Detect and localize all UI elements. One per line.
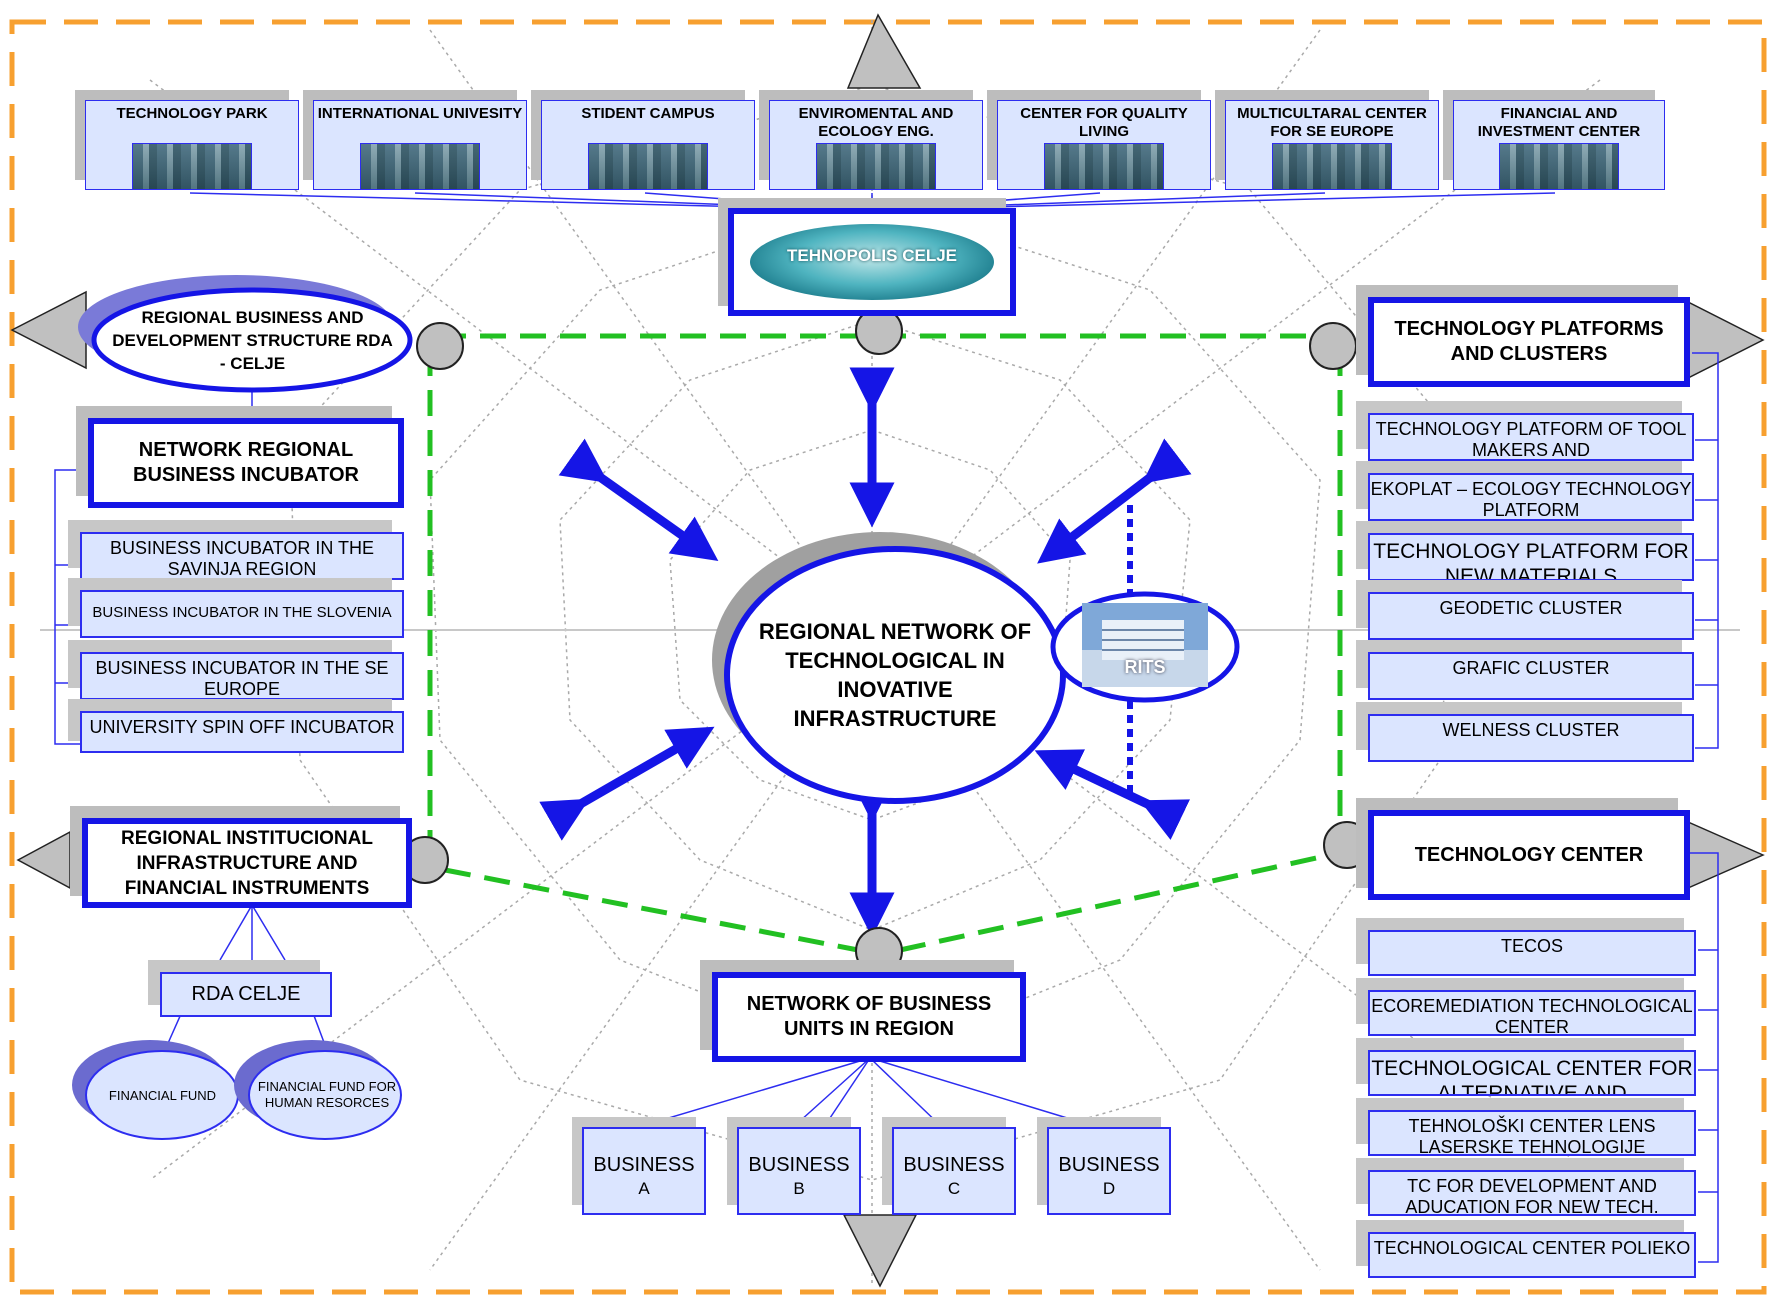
fund2-label[interactable]: FINANCIAL FUND FOR HUMAN RESORCES [257,1079,397,1110]
gray-nodes [401,307,1371,975]
business-connectors [634,1057,1101,1131]
institutional-title-box[interactable]: REGIONAL INSTITUCIONAL INFRASTRUCTURE AN… [82,818,412,908]
top-item-1[interactable]: INTERNATIONAL UNIVESITY [313,100,527,190]
top-item-photo [1499,143,1619,189]
techcenter-item-2[interactable]: TECHNOLOGICAL CENTER FOR ALTERNATIVE AND [1368,1050,1696,1096]
top-item-photo [360,143,480,189]
top-item-5[interactable]: MULTICULTARAL CENTER FOR SE EUROPE [1225,100,1439,190]
techcenter-item-label: TECHNOLOGICAL CENTER POLIEKO [1373,1238,1691,1258]
top-item-label: ENVIROMENTAL AND ECOLOGY ENG. [798,105,954,140]
top-item-6[interactable]: FINANCIAL AND INVESTMENT CENTER [1453,100,1665,190]
incubator-item-label: BUSINESS INCUBATOR IN THE SE EUROPE [95,658,389,699]
rda-structure-ellipse [91,287,413,393]
business-network-box[interactable]: NETWORK OF BUSINESS UNITS IN REGION [712,972,1026,1062]
platform-item-0[interactable]: TECHNOLOGY PLATFORM OF TOOL MAKERS AND [1368,413,1694,461]
platforms-bracket [1692,352,1719,749]
business-unit-name: BUSINESS [748,1154,850,1176]
techcenter-item-label: TEHNOLOŠKI CENTER LENS LASERSKE TEHNOLOG… [1408,1116,1656,1156]
center-label: REGIONAL NETWORK OF TECHNOLOGICAL IN INO… [758,619,1032,731]
business-unit-name: BUSINESS [903,1154,1005,1176]
platform-item-5[interactable]: WELNESS CLUSTER [1368,714,1694,762]
top-item-3[interactable]: ENVIROMENTAL AND ECOLOGY ENG. [769,100,983,190]
platform-item-label: GEODETIC CLUSTER [1439,598,1623,618]
top-item-label: FINANCIAL AND INVESTMENT CENTER [1477,105,1641,140]
fund2-ellipse [248,1050,402,1140]
rda-celje-box[interactable]: RDA CELJE [160,972,332,1017]
incubator-item-3[interactable]: UNIVERSITY SPIN OFF INCUBATOR [80,711,404,753]
incubator-item-label: BUSINESS INCUBATOR IN THE SLOVENIA [92,604,392,621]
rda-structure-label[interactable]: REGIONAL BUSINESS AND DEVELOPMENT STRUCT… [112,307,393,373]
business-unit-letter: C [947,1179,961,1198]
techcenter-item-label: TECHNOLOGICAL CENTER FOR ALTERNATIVE AND [1371,1057,1693,1096]
top-item-photo [1272,143,1392,189]
business-unit-0[interactable]: BUSINESS A [582,1127,706,1215]
techcenter-item-5[interactable]: TECHNOLOGICAL CENTER POLIEKO [1368,1232,1696,1278]
techcenter-item-1[interactable]: ECOREMEDIATION TECHNOLOGICAL CENTER [1368,990,1696,1036]
blue-arrows [539,367,1192,938]
outer-frame [9,19,1767,1295]
techcenter-item-4[interactable]: TC FOR DEVELOPMENT AND ADUCATION FOR NEW… [1368,1170,1696,1216]
platforms-title: TECHNOLOGY PLATFORMS AND CLUSTERS [1394,318,1664,365]
business-unit-name: BUSINESS [593,1154,695,1176]
business-unit-name: BUSINESS [1058,1154,1160,1176]
platform-item-2[interactable]: TECHNOLOGY PLATFORM FOR NEW MATERIALS [1368,533,1694,581]
top-item-label: INTERNATIONAL UNIVESITY [317,105,523,122]
institutional-title: REGIONAL INSTITUCIONAL INFRASTRUCTURE AN… [121,827,373,899]
techcenter-item-0[interactable]: TECOS [1368,930,1696,976]
business-unit-letter: D [1102,1179,1116,1198]
incubator-item-label: BUSINESS INCUBATOR IN THE SAVINJA REGION [109,538,375,579]
platform-item-label: TECHNOLOGY PLATFORM FOR NEW MATERIALS [1373,540,1689,581]
rits-label: RITS [1124,656,1166,677]
platform-item-label: WELNESS CLUSTER [1442,720,1620,740]
top-item-photo [1044,143,1164,189]
techcenter-bracket [1690,852,1719,1263]
techcenter-item-label: TECOS [1500,936,1563,956]
tehnopolis-image [750,224,994,300]
platform-item-3[interactable]: GEODETIC CLUSTER [1368,592,1694,640]
incubator-bracket [54,390,253,745]
incubator-item-label: UNIVERSITY SPIN OFF INCUBATOR [89,717,395,737]
business-unit-3[interactable]: BUSINESS D [1047,1127,1171,1215]
incubator-item-0[interactable]: BUSINESS INCUBATOR IN THE SAVINJA REGION [80,532,404,580]
business-network-title: NETWORK OF BUSINESS UNITS IN REGION [746,993,992,1040]
techcenter-item-label: ECOREMEDIATION TECHNOLOGICAL CENTER [1371,996,1693,1036]
top-item-photo [132,143,252,189]
center-ellipse [724,546,1066,804]
business-unit-1[interactable]: BUSINESS B [737,1127,861,1215]
techcenter-title-box[interactable]: TECHNOLOGY CENTER [1368,810,1690,900]
top-item-label: MULTICULTARAL CENTER FOR SE EUROPE [1237,105,1427,140]
platform-item-4[interactable]: GRAFIC CLUSTER [1368,652,1694,700]
platform-item-label: EKOPLAT – ECOLOGY TECHNOLOGY PLATFORM [1370,479,1692,520]
platforms-title-box[interactable]: TECHNOLOGY PLATFORMS AND CLUSTERS [1368,297,1690,387]
incubator-title: NETWORK REGIONAL BUSINESS INCUBATOR [133,439,359,486]
techcenter-item-3[interactable]: TEHNOLOŠKI CENTER LENS LASERSKE TEHNOLOG… [1368,1110,1696,1156]
top-item-label: TECHNOLOGY PARK [116,105,268,122]
platform-item-1[interactable]: EKOPLAT – ECOLOGY TECHNOLOGY PLATFORM [1368,473,1694,521]
direction-triangles [10,13,1765,1288]
business-unit-2[interactable]: BUSINESS C [892,1127,1016,1215]
top-connectors [189,192,1556,211]
incubator-item-1[interactable]: BUSINESS INCUBATOR IN THE SLOVENIA [80,590,404,638]
top-item-label: STIDENT CAMPUS [581,105,715,122]
platform-item-label: GRAFIC CLUSTER [1452,658,1610,678]
top-item-photo [588,143,708,189]
top-item-0[interactable]: TECHNOLOGY PARK [85,100,299,190]
platform-item-label: TECHNOLOGY PLATFORM OF TOOL MAKERS AND [1375,419,1687,460]
fund1-label[interactable]: FINANCIAL FUND [108,1087,217,1103]
incubator-item-2[interactable]: BUSINESS INCUBATOR IN THE SE EUROPE [80,652,404,700]
techcenter-item-label: TC FOR DEVELOPMENT AND ADUCATION FOR NEW… [1405,1176,1659,1216]
top-item-4[interactable]: CENTER FOR QUALITY LIVING [997,100,1211,190]
rda-celje-label: RDA CELJE [191,983,301,1005]
top-item-2[interactable]: STIDENT CAMPUS [541,100,755,190]
incubator-title-box[interactable]: NETWORK REGIONAL BUSINESS INCUBATOR [88,418,404,508]
business-unit-letter: A [638,1179,650,1198]
techcenter-title: TECHNOLOGY CENTER [1414,843,1644,866]
top-item-label: CENTER FOR QUALITY LIVING [1020,105,1188,140]
tehnopolis-box[interactable]: TEHNOPOLIS CELJE [728,208,1016,316]
top-item-photo [816,143,936,189]
business-unit-letter: B [793,1179,805,1198]
tehnopolis-label: TEHNOPOLIS CELJE [786,246,958,265]
